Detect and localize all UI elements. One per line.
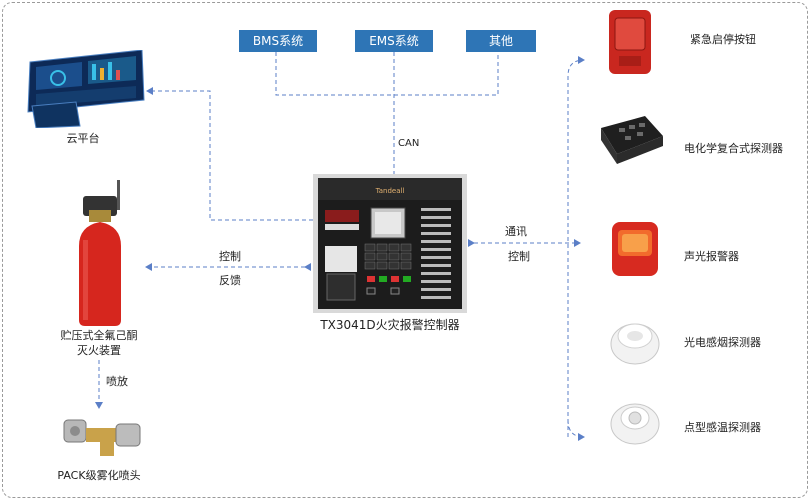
controller-label: TX3041D火灾报警控制器 [320,318,460,332]
right-bus-line [567,56,585,437]
right-device-label-1: 紧急启停按钮 [690,33,756,46]
right-device-label-4: 光电感烟探测器 [684,336,761,349]
comm-control-label: 控制 [508,250,530,263]
extinguisher-label-line2: 灭火装置 [77,344,121,357]
smoke-detector-image [609,316,661,366]
emergency-stop-button-image [607,8,653,76]
sound-light-alarm-image [610,220,660,278]
right-bus-bottom [567,419,585,441]
system-bus-line [275,52,499,96]
ems-system-box: EMS系统 [355,30,433,52]
other-system-box: 其他 [466,30,536,52]
bms-system-box: BMS系统 [239,30,317,52]
controller-brand: Tandeall [375,187,405,195]
right-device-label-2: 电化学复合式探测器 [684,142,783,155]
fire-alarm-controller-image: Tandeall [313,174,467,313]
extinguisher-label-line1: 贮压式全氟己酮 [60,329,138,342]
cloud-link-line [146,87,313,221]
spray-label: 喷放 [106,375,128,388]
electrochemical-detector-image [597,110,665,168]
nozzle-image [62,412,144,460]
heat-detector-image [609,396,661,446]
right-device-label-5: 点型感温探测器 [684,421,761,434]
comm-label: 通讯 [505,225,527,238]
extinguisher-image [75,180,135,328]
cloud-platform-image [22,49,148,129]
can-label: CAN [398,138,420,149]
control-label: 控制 [219,250,241,263]
cloud-platform-label: 云平台 [66,132,100,145]
right-device-label-3: 声光报警器 [684,250,739,263]
nozzle-label: PACK级雾化喷头 [57,469,141,482]
feedback-label: 反馈 [219,274,241,287]
